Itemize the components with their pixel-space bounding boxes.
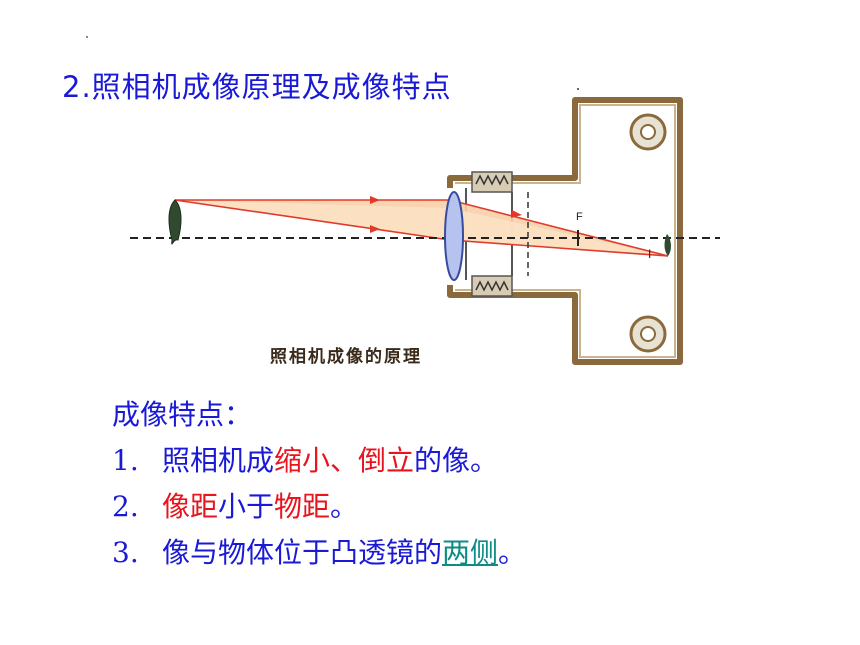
feature-text: 。 [498,536,527,569]
light-rays [174,199,669,257]
feature-item-3: 3. 像与物体位于凸透镜的两侧。 [112,530,526,576]
feature-number: 3. [112,536,139,569]
speck-dot [86,36,88,38]
feature-text: 的像。 [414,444,499,477]
image-icon [664,234,671,256]
feature-link-highlight[interactable]: 两侧 [442,536,499,569]
diagram-caption: 照相机成像的原理 [270,346,422,367]
feature-item-2: 2. 像距小于物距。 [112,484,526,530]
camera-body-inner [455,104,676,358]
feature-highlight: 物距 [274,490,331,523]
convex-lens [444,191,464,281]
lens-barrel-top [471,171,513,193]
lens-barrel-bottom [471,275,513,297]
feature-text: 小于 [218,490,275,523]
image-label: I [648,247,651,261]
feature-item-1: 1. 照相机成缩小、倒立的像。 [112,438,526,484]
feature-text: 像与物体位于凸透镜的 [162,536,443,569]
features-heading: 成像特点： [112,398,253,431]
bottom-knob-icon [629,315,667,353]
slide-title: 2.照相机成像原理及成像特点 [62,70,452,104]
feature-text: 。 [330,490,359,523]
focal-point-label: F [576,211,583,223]
feature-number: 1. [112,444,139,477]
feature-number: 2. [112,490,139,523]
camera-diagram: F I 照相机成像的原理 [130,97,720,367]
features-list: 成像特点： 1.照相机成缩小、倒立的像。 2.像距小于物距。 3.像与物体位于凸… [112,392,526,576]
feature-highlight: 像距 [162,490,219,523]
feature-highlight: 缩小、倒立 [274,444,415,477]
feature-text: 照相机成 [162,444,275,477]
top-knob-icon [629,113,667,151]
object-icon [168,199,182,245]
ray-arrow-icons [370,196,522,233]
speck-dot [577,88,579,90]
